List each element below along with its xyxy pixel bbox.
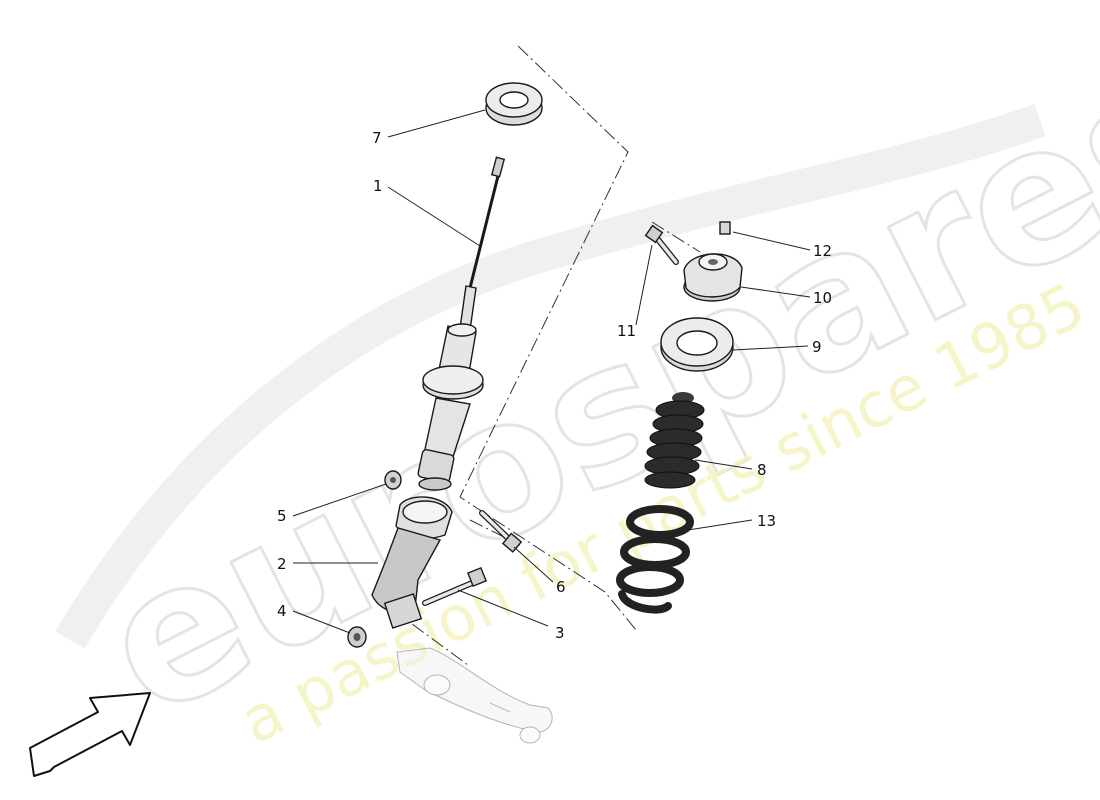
part-8-boot xyxy=(644,392,705,489)
part-5-nut xyxy=(384,470,402,490)
callout-9: 9 xyxy=(812,338,822,356)
callout-3: 3 xyxy=(555,624,565,642)
callout-5: 5 xyxy=(277,507,287,525)
callout-labels: 7 1 5 2 4 3 6 11 12 10 9 8 13 xyxy=(277,129,832,642)
callout-4: 4 xyxy=(277,602,287,620)
callout-1: 1 xyxy=(373,177,383,195)
callout-12: 12 xyxy=(813,242,832,260)
callout-10: 10 xyxy=(813,289,832,307)
direction-arrow-icon xyxy=(29,692,151,777)
assembly-centerlines xyxy=(392,45,701,666)
callout-13: 13 xyxy=(757,512,776,530)
part-11-bolt xyxy=(644,224,679,265)
watermark-swoosh xyxy=(55,103,1046,649)
part-3-bolt xyxy=(422,566,488,606)
part-4-nut xyxy=(347,626,367,648)
part-13-coil-spring xyxy=(616,505,694,614)
part-7-top-nut xyxy=(485,82,543,126)
part-6-bolt xyxy=(479,510,523,553)
watermark: eurospares a passion for parts since 198… xyxy=(55,16,1100,762)
part-1-shock-absorber xyxy=(417,156,506,491)
part-10-top-mount xyxy=(683,253,743,302)
lower-control-arm-ghost xyxy=(396,647,553,744)
callout-8: 8 xyxy=(757,461,767,479)
callout-6: 6 xyxy=(556,578,566,596)
leader-lines xyxy=(292,109,811,634)
callout-11: 11 xyxy=(617,322,636,340)
callout-2: 2 xyxy=(277,555,287,573)
callout-7: 7 xyxy=(372,129,382,147)
part-2-fork xyxy=(371,496,453,629)
part-12-nut xyxy=(719,221,731,235)
part-9-spring-seat xyxy=(660,317,734,372)
